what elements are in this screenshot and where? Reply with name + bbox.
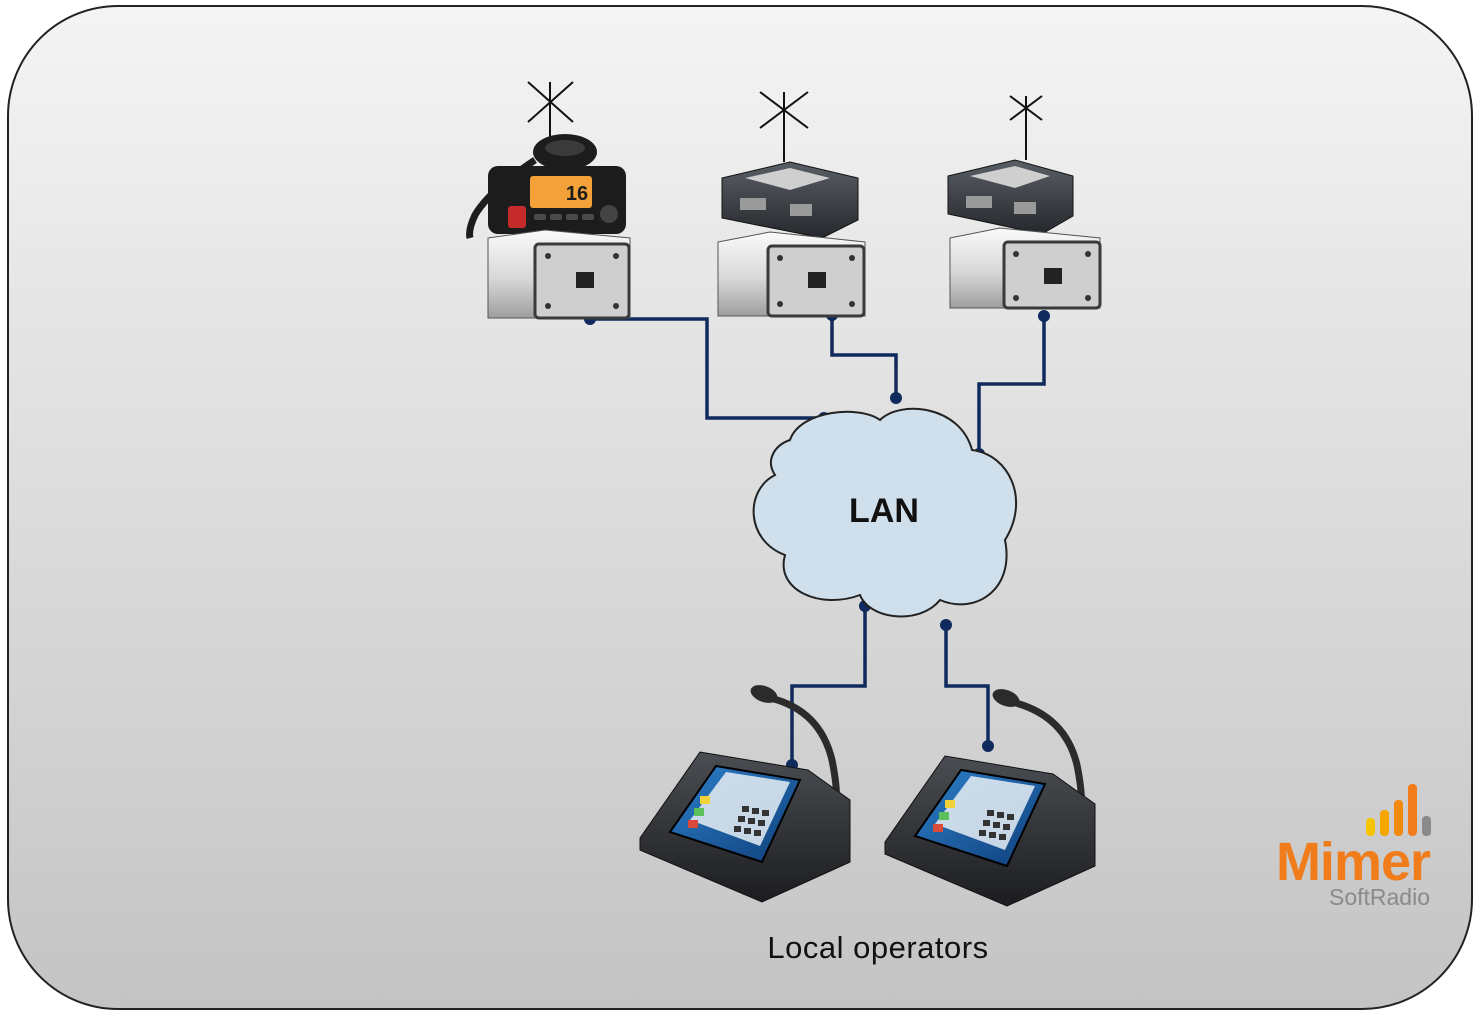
radio-display bbox=[530, 176, 592, 208]
console-channel-buttons bbox=[688, 796, 710, 828]
console-keypad bbox=[734, 806, 769, 836]
interface-box bbox=[717, 231, 866, 318]
radio-knob bbox=[508, 206, 526, 228]
endpoint-dot bbox=[940, 619, 952, 631]
endpoint-dot bbox=[982, 740, 994, 752]
radio-buttons bbox=[534, 214, 594, 220]
local-operators-caption: Local operators bbox=[767, 930, 988, 965]
endpoint-dot bbox=[890, 392, 902, 404]
diagram-frame bbox=[7, 5, 1473, 1010]
radio-module-body bbox=[721, 161, 859, 239]
antenna-icon bbox=[759, 91, 809, 162]
endpoint-dot bbox=[1038, 310, 1050, 322]
antenna-icon bbox=[527, 81, 574, 138]
console-keypad bbox=[979, 810, 1014, 840]
cable-marine-radio bbox=[590, 317, 824, 420]
lan-label: LAN bbox=[849, 492, 919, 530]
logo-tagline: SoftRadio bbox=[1329, 884, 1430, 910]
logo-name: Mimer bbox=[1276, 832, 1431, 892]
interface-box bbox=[487, 229, 631, 320]
radio-dial bbox=[600, 205, 618, 223]
cable-radio-module-1 bbox=[830, 315, 898, 398]
signal-bars-icon bbox=[1366, 784, 1431, 836]
ethernet-port-icon bbox=[1044, 268, 1062, 284]
interface-box bbox=[949, 227, 1102, 310]
marine-radio-unit: 16 bbox=[466, 81, 631, 320]
radio-module-body bbox=[947, 159, 1074, 235]
radio-module-2-unit bbox=[947, 95, 1102, 310]
cloud-shape bbox=[752, 407, 1017, 618]
cable-radio-module-2 bbox=[977, 316, 1046, 454]
cable-operator-console-1 bbox=[790, 606, 867, 765]
ethernet-port-icon bbox=[576, 272, 594, 288]
cable-operator-console-2 bbox=[944, 625, 990, 746]
console-channel-buttons bbox=[933, 800, 955, 832]
operator-console-1 bbox=[639, 685, 851, 903]
operator-console-2 bbox=[884, 689, 1096, 907]
antenna-icon bbox=[1009, 95, 1043, 160]
ethernet-port-icon bbox=[808, 272, 826, 288]
radio-module-1-unit bbox=[717, 91, 866, 318]
mimer-softradio-logo: Mimer SoftRadio bbox=[1276, 784, 1432, 910]
network-cables bbox=[590, 315, 1046, 765]
radio-channel-display: 16 bbox=[566, 183, 588, 205]
lan-cloud: LAN bbox=[752, 407, 1017, 618]
